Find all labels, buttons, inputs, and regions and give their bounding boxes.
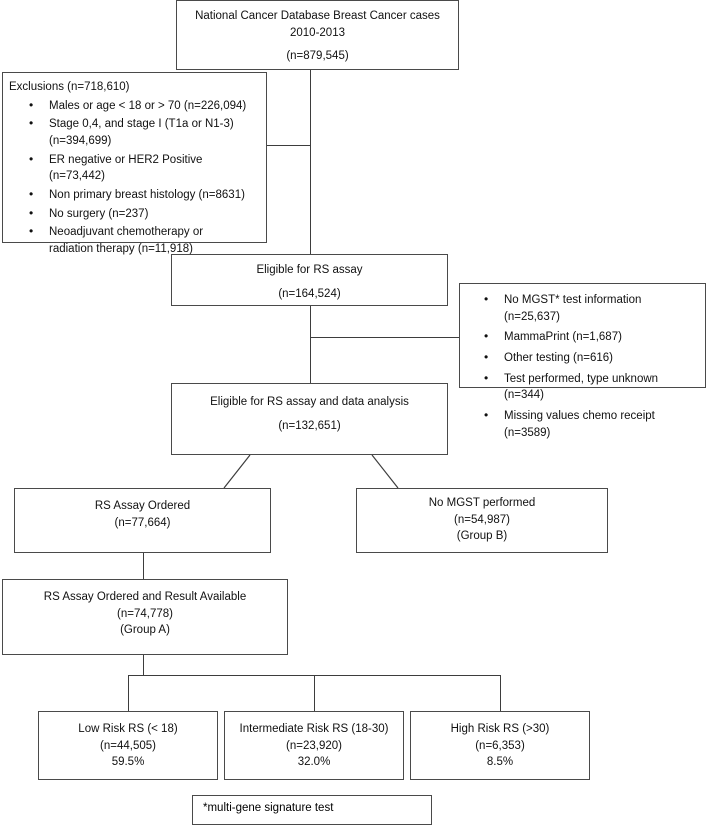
intermediate-risk-count: (n=23,920) <box>286 739 342 752</box>
exclusion-text: No surgery (n=237) <box>49 207 149 220</box>
low-risk-percent: 59.5% <box>111 756 145 769</box>
low-risk-count: (n=44,505) <box>100 739 156 752</box>
list-item: Test performed, type unknown (n=344) <box>484 370 699 404</box>
exclusion-text-cont: (n=394,699) <box>49 135 112 148</box>
exclusion-text: Test performed, type unknown (n=344) <box>504 372 659 402</box>
list-item: No MGST* test information (n=25,637) <box>484 291 699 325</box>
list-item: Missing values chemo receipt (n=3589) <box>484 407 699 441</box>
connector-source-to-eligible <box>310 70 311 254</box>
exclusion-text: Males or age < 18 or > 70 (n=226,094) <box>49 99 247 112</box>
list-item: Other testing (n=616) <box>484 349 699 367</box>
list-item: Non primary breast histology (n=8631) <box>29 186 260 204</box>
intermediate-risk-percent: 32.0% <box>297 756 331 769</box>
node-footnote: *multi-gene signature test <box>192 795 432 825</box>
rs-assay-ordered-count: (n=77,664) <box>114 516 171 529</box>
node-exclusions-primary: Exclusions (n=718,610) Males or age < 18… <box>2 72 267 255</box>
node-no-mgst-performed: No MGST performed (n=54,987) (Group B) <box>356 488 608 553</box>
no-mgst-label: No MGST performed <box>428 497 536 509</box>
node-eligible-rs-assay-data-analysis: Eligible for RS assay and data analysis … <box>171 383 448 455</box>
connector-bracket-to-intermediate-risk <box>314 675 315 711</box>
exclusion-text: Other testing (n=616) <box>504 352 613 365</box>
footnote-text: *multi-gene signature test <box>203 802 334 814</box>
source-cohort-line1: National Cancer Database Breast Cancer c… <box>195 10 440 22</box>
node-low-risk-rs: Low Risk RS (< 18) (n=44,505) 59.5% <box>38 711 218 780</box>
list-item: ER negative or HER2 Positive (n=73,442) <box>29 151 260 185</box>
list-item: Stage 0,4, and stage I (T1a or N1-3) (n=… <box>29 115 260 149</box>
connector-bracket-to-low-risk <box>128 675 129 711</box>
exclusion-text: ER negative or HER2 Positive (n=73,442) <box>49 153 203 183</box>
exclusion-text: MammaPrint (n=1,687) <box>504 331 622 344</box>
exclusions-primary-title: Exclusions (n=718,610) <box>9 81 130 93</box>
rs-result-label: RS Assay Ordered and Result Available <box>43 591 247 603</box>
rs-assay-ordered-label: RS Assay Ordered <box>94 500 191 512</box>
list-item: Neoadjuvant chemotherapy or radiation th… <box>29 223 260 257</box>
connector-ordered-to-result <box>143 553 144 579</box>
rs-result-count: (n=74,778) <box>117 607 173 620</box>
node-high-risk-rs: High Risk RS (>30) (n=6,353) 8.5% <box>410 711 590 780</box>
eligible-rs-assay-label: Eligible for RS assay <box>256 264 363 276</box>
exclusions-secondary-list: No MGST* test information (n=25,637) Mam… <box>460 284 705 441</box>
connector-source-to-exclusions <box>266 145 311 146</box>
node-rs-result-available: RS Assay Ordered and Result Available (n… <box>2 579 288 655</box>
connector-result-drop <box>143 655 144 675</box>
connector-bracket-to-high-risk <box>500 675 501 711</box>
list-item: MammaPrint (n=1,687) <box>484 328 699 346</box>
high-risk-label: High Risk RS (>30) <box>450 723 550 735</box>
exclusion-text: Stage 0,4, and stage I (T1a or N1-3) <box>49 118 234 131</box>
source-cohort-line2: 2010-2013 <box>290 26 345 39</box>
high-risk-count: (n=6,353) <box>475 739 525 752</box>
no-mgst-group: (Group B) <box>456 530 508 543</box>
connector-eligible-to-analysis <box>310 306 311 383</box>
exclusion-text: Non primary breast histology (n=8631) <box>49 189 245 202</box>
eligible-analysis-count: (n=132,651) <box>278 419 341 432</box>
node-intermediate-risk-rs: Intermediate Risk RS (18-30) (n=23,920) … <box>224 711 404 780</box>
node-eligible-rs-assay: Eligible for RS assay (n=164,524) <box>171 254 448 306</box>
exclusions-primary-list: Males or age < 18 or > 70 (n=226,094) St… <box>3 97 266 258</box>
node-rs-assay-ordered: RS Assay Ordered (n=77,664) <box>14 488 271 553</box>
eligible-analysis-label: Eligible for RS assay and data analysis <box>210 396 409 408</box>
source-cohort-count: (n=879,545) <box>286 50 349 63</box>
exclusion-text: Neoadjuvant chemotherapy or <box>49 226 204 239</box>
node-source-cohort: National Cancer Database Breast Cancer c… <box>176 0 459 70</box>
exclusion-text: No MGST* test information (n=25,637) <box>504 294 642 323</box>
connector-eligible-to-exclusions2 <box>310 337 459 338</box>
eligible-rs-assay-count: (n=164,524) <box>278 287 341 300</box>
exclusion-text-cont: radiation therapy (n=11,918) <box>49 243 193 256</box>
list-item: Males or age < 18 or > 70 (n=226,094) <box>29 97 260 115</box>
intermediate-risk-label: Intermediate Risk RS (18-30) <box>239 723 389 735</box>
rs-result-group: (Group A) <box>120 624 170 637</box>
exclusion-text: Missing values chemo receipt (n=3589) <box>504 410 655 439</box>
no-mgst-count: (n=54,987) <box>454 513 510 526</box>
low-risk-label: Low Risk RS (< 18) <box>78 723 178 735</box>
list-item: No surgery (n=237) <box>29 205 260 223</box>
high-risk-percent: 8.5% <box>486 756 514 769</box>
node-exclusions-secondary: No MGST* test information (n=25,637) Mam… <box>459 283 706 439</box>
